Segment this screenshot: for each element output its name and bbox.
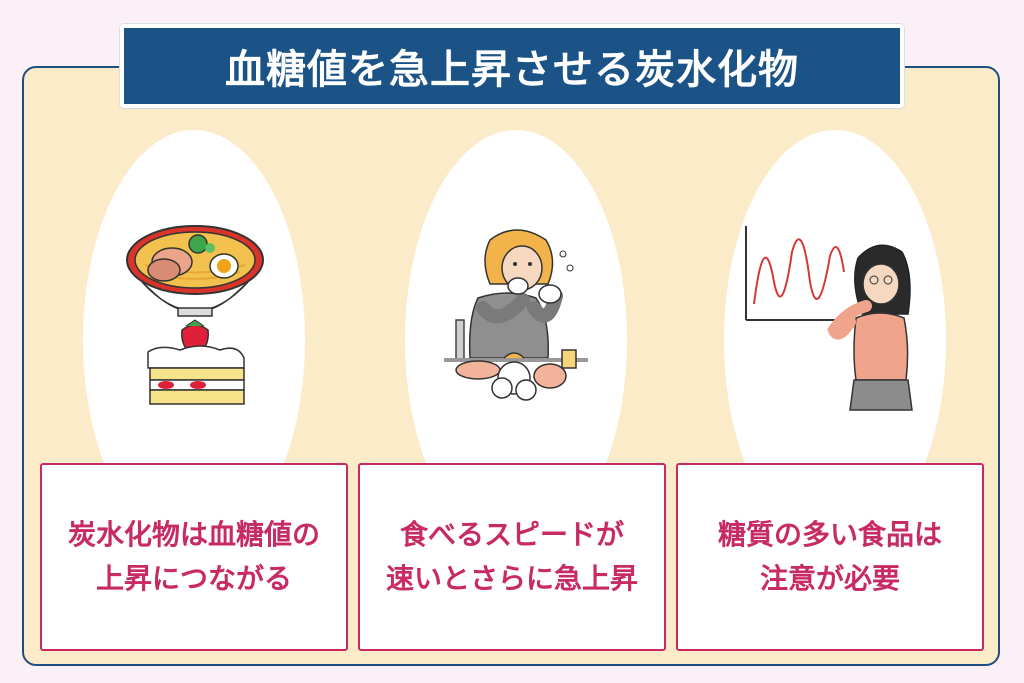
fast-eating-person-icon [444,229,588,401]
caption-line-2: 上昇につながる [95,562,292,595]
page-title: 血糖値を急上昇させる炭水化物 [225,47,799,93]
caption-line-1: 糖質の多い食品は [717,518,942,551]
ramen-and-cake-icon [126,225,264,405]
caption-line-1: 食べるスピードが [399,518,624,551]
caption-line-2: 速いとさらに急上昇 [385,562,638,595]
caption-line-2: 注意が必要 [759,562,900,595]
caption-card-1: 炭水化物は血糖値の 上昇につながる [40,463,348,651]
title-banner: 血糖値を急上昇させる炭水化物 [120,24,904,108]
caption-card-2: 食べるスピードが 速いとさらに急上昇 [358,463,666,651]
blood-sugar-wave-woman-icon [745,226,913,411]
caption-line-1: 炭水化物は血糖値の [67,518,320,551]
caption-card-3: 糖質の多い食品は 注意が必要 [676,463,984,651]
